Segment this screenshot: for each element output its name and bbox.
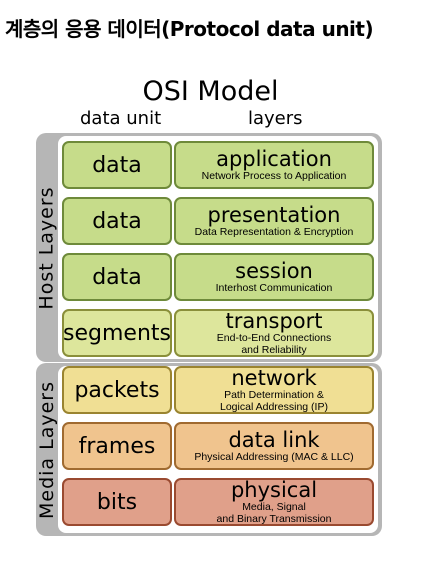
unit-box-network: packets	[62, 366, 172, 414]
host-layers-label: Host Layers	[36, 185, 58, 310]
layer-box-data-link: data link Physical Addressing (MAC & LLC…	[174, 422, 374, 470]
layer-description: End-to-End Connections and Reliability	[216, 331, 332, 356]
media-layers-label-wrap: Media Layers	[36, 363, 58, 536]
media-layers-label: Media Layers	[36, 380, 59, 519]
layer-description: Media, Signal and Binary Transmission	[216, 500, 332, 525]
layer-box-session: session Interhost Communication	[174, 253, 374, 301]
layer-name: application	[216, 146, 332, 171]
layer-description: Path Determination & Logical Addressing …	[220, 388, 328, 413]
layer-name: network	[231, 365, 317, 390]
layer-box-physical: physical Media, Signal and Binary Transm…	[174, 478, 374, 526]
host-layers-label-wrap: Host Layers	[36, 133, 58, 362]
layer-box-application: application Network Process to Applicati…	[174, 141, 374, 189]
layer-box-transport: transport End-to-End Connections and Rel…	[174, 309, 374, 357]
page-heading: 계층의 응용 데이터(Protocol data unit)	[5, 17, 374, 41]
layer-description: Data Representation & Encryption	[194, 225, 354, 238]
layer-description: Network Process to Application	[201, 169, 347, 182]
layer-name: transport	[225, 308, 323, 333]
layer-name: physical	[230, 477, 318, 502]
unit-box-physical: bits	[62, 478, 172, 526]
layer-box-network: network Path Determination & Logical Add…	[174, 366, 374, 414]
unit-box-transport: segments	[62, 309, 172, 357]
layer-name: presentation	[207, 202, 341, 227]
layer-description: Physical Addressing (MAC & LLC)	[194, 450, 354, 463]
unit-box-application: data	[62, 141, 172, 189]
column-header-layers: layers	[248, 108, 303, 129]
layer-name: data link	[228, 427, 320, 452]
unit-box-data-link: frames	[62, 422, 172, 470]
layer-box-presentation: presentation Data Representation & Encry…	[174, 197, 374, 245]
unit-box-session: data	[62, 253, 172, 301]
layer-description: Interhost Communication	[215, 281, 333, 294]
column-header-data-unit: data unit	[80, 108, 162, 129]
unit-box-presentation: data	[62, 197, 172, 245]
diagram-title: OSI Model	[142, 76, 279, 107]
layer-name: session	[235, 258, 313, 283]
